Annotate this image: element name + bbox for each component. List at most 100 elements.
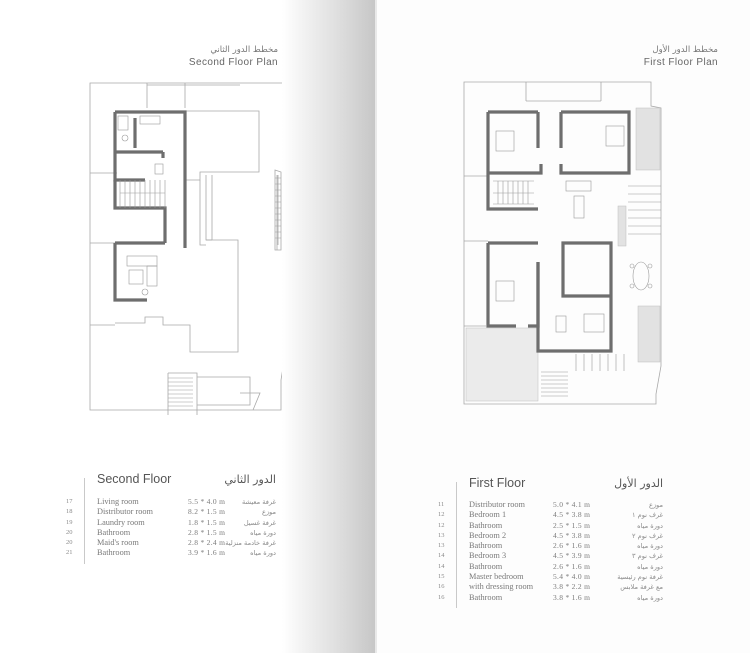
room-number: 12 bbox=[438, 521, 445, 529]
second-floor-plan-title: مخطط الدور الثاني Second Floor Plan bbox=[150, 44, 278, 70]
room-dimensions: 2.8 * 1.5 m bbox=[188, 527, 226, 537]
room-number: 20 bbox=[66, 539, 73, 547]
room-number: 14 bbox=[438, 552, 445, 560]
room-name: Bathroom bbox=[469, 541, 503, 551]
room-name-arabic: دورة مياه bbox=[637, 593, 663, 602]
table-heading-arabic: الدور الأول bbox=[614, 477, 663, 490]
room-number: 20 bbox=[66, 528, 73, 536]
room-number: 11 bbox=[438, 501, 445, 508]
room-number: 16 bbox=[438, 583, 445, 591]
room-name: Laundry room bbox=[97, 517, 145, 527]
room-dimensions: 2.8 * 2.4 m bbox=[188, 538, 226, 548]
table-row: 14 Bedroom 3 4.5 * 3.9 m غرف نوم ٣ bbox=[438, 551, 663, 561]
room-dimensions: 5.5 * 4.0 m bbox=[188, 497, 226, 506]
room-number: 15 bbox=[438, 573, 445, 581]
room-name-arabic: دورة مياه bbox=[637, 542, 663, 551]
plan-title-english: First Floor Plan bbox=[643, 57, 718, 68]
room-name: Bathroom bbox=[469, 561, 503, 571]
room-name-arabic: موزع bbox=[261, 508, 276, 517]
room-number: 21 bbox=[66, 549, 73, 557]
room-name-arabic: غرفة معيشة bbox=[242, 498, 276, 506]
room-dimensions: 3.9 * 1.6 m bbox=[188, 548, 226, 558]
first-floor-plan-title: مخطط الدور الأول First Floor Plan bbox=[590, 44, 718, 70]
room-number: 13 bbox=[438, 542, 445, 550]
room-name: Bathroom bbox=[97, 548, 131, 558]
staircase bbox=[119, 180, 166, 208]
room-name: Bedroom 1 bbox=[469, 510, 507, 520]
table-row: 14 Bathroom 2.6 * 1.6 m دورة مياه bbox=[438, 562, 663, 572]
plot-outline bbox=[89, 82, 286, 411]
room-number: 19 bbox=[66, 518, 73, 526]
room-name-arabic: دورة مياه bbox=[250, 528, 276, 537]
furniture bbox=[495, 125, 653, 333]
room-name-arabic: مع غرفة ملابس bbox=[620, 583, 663, 592]
walls bbox=[113, 110, 187, 302]
room-name-arabic: دورة مياه bbox=[637, 521, 663, 530]
room-dimensions: 8.2 * 1.5 m bbox=[188, 507, 226, 517]
room-dimensions: 1.8 * 1.5 m bbox=[188, 517, 226, 527]
room-number: 17 bbox=[66, 498, 73, 505]
room-dimensions: 4.5 * 3.9 m bbox=[553, 551, 591, 561]
room-name: Maid's room bbox=[97, 538, 139, 548]
living-room-furniture bbox=[126, 255, 158, 296]
room-number: 14 bbox=[438, 562, 445, 570]
pergola bbox=[575, 185, 661, 371]
room-dimensions: 4.5 * 3.8 m bbox=[553, 510, 591, 520]
room-dimensions: 3.8 * 1.6 m bbox=[553, 592, 591, 602]
table-row: 19 Laundry room 1.8 * 1.5 m غرفة غسيل bbox=[66, 518, 276, 528]
terrace-outline bbox=[115, 110, 260, 353]
table-divider bbox=[84, 478, 85, 564]
room-name-arabic: غرفة غسيل bbox=[243, 518, 276, 527]
page-edge bbox=[375, 0, 377, 653]
walls bbox=[486, 110, 631, 353]
table-row: 17 Living room 5.5 * 4.0 m غرفة معيشة bbox=[66, 497, 276, 507]
book-gutter-shadow bbox=[282, 0, 376, 653]
first-floor-plan-drawing bbox=[463, 81, 662, 405]
table-row: 21 Bathroom 3.9 * 1.6 m دورة مياه bbox=[66, 548, 276, 558]
table-row: 18 Distributor room 8.2 * 1.5 m موزع bbox=[66, 507, 276, 517]
room-name: Bedroom 3 bbox=[469, 551, 507, 561]
room-dimensions: 4.5 * 3.8 m bbox=[553, 530, 591, 540]
room-name-arabic: دورة مياه bbox=[250, 549, 276, 558]
room-name-arabic: غرف نوم ٢ bbox=[632, 531, 663, 540]
second-floor-plan-drawing bbox=[89, 82, 286, 415]
room-dimensions: 2.6 * 1.6 m bbox=[553, 541, 591, 551]
room-name: Living room bbox=[97, 497, 139, 506]
room-name: Bathroom bbox=[469, 592, 503, 602]
table-row: 16 Bathroom 3.8 * 1.6 m دورة مياه bbox=[438, 593, 663, 603]
room-name: with dressing room bbox=[469, 582, 534, 592]
table-row: 13 Bathroom 2.6 * 1.6 m دورة مياه bbox=[438, 541, 663, 551]
room-dimensions: 3.8 * 2.2 m bbox=[553, 582, 591, 592]
garden-shading bbox=[465, 107, 661, 402]
room-number: 18 bbox=[66, 508, 73, 516]
room-name-arabic: موزع bbox=[648, 501, 663, 509]
room-name: Bathroom bbox=[469, 520, 503, 530]
room-dimensions: 2.6 * 1.6 m bbox=[553, 561, 591, 571]
room-name: Distributor room bbox=[97, 507, 153, 517]
room-number: 16 bbox=[438, 593, 445, 601]
plan-title-english: Second Floor Plan bbox=[188, 57, 278, 68]
room-name: Bedroom 2 bbox=[469, 530, 507, 540]
room-list: 17 Living room 5.5 * 4.0 m غرفة معيشة 18 Dis… bbox=[66, 497, 276, 559]
table-row: 16 with dressing room 3.8 * 2.2 m مع غرفة م… bbox=[438, 582, 663, 592]
bathroom-fixtures bbox=[117, 115, 164, 175]
room-name-arabic: غرفة نوم رئيسية bbox=[617, 573, 663, 582]
table-row: 20 Bathroom 2.8 * 1.5 m دورة مياه bbox=[66, 528, 276, 538]
room-name-arabic: دورة مياه bbox=[637, 562, 663, 571]
entry-stairs bbox=[167, 175, 281, 415]
room-name-arabic: غرف نوم ٣ bbox=[632, 552, 663, 561]
table-heading-english: Second Floor bbox=[97, 472, 172, 486]
table-heading-english: First Floor bbox=[469, 476, 526, 490]
room-number: 12 bbox=[438, 511, 445, 519]
table-divider bbox=[456, 482, 457, 608]
room-name: Bathroom bbox=[97, 527, 131, 537]
